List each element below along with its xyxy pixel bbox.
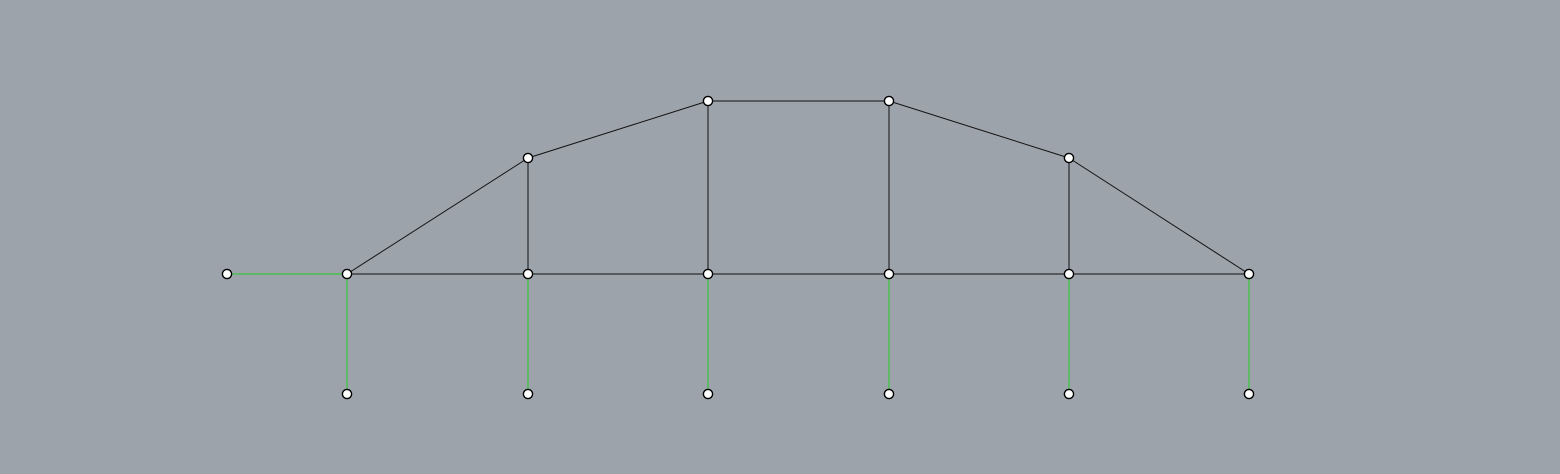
truss-member-J-F bbox=[1068, 157, 1250, 275]
truss-node-C[interactable] bbox=[702, 268, 714, 280]
truss-node-A[interactable] bbox=[341, 268, 353, 280]
truss-node-E[interactable] bbox=[1063, 268, 1075, 280]
truss-node-G[interactable] bbox=[522, 152, 534, 164]
truss-node-L5[interactable] bbox=[1063, 388, 1075, 400]
truss-node-L1[interactable] bbox=[341, 388, 353, 400]
truss-node-L6[interactable] bbox=[1243, 388, 1255, 400]
truss-node-L2[interactable] bbox=[522, 388, 534, 400]
load-lines bbox=[227, 273, 1250, 394]
truss-nodes bbox=[221, 95, 1255, 400]
truss-node-F[interactable] bbox=[1243, 268, 1255, 280]
truss-node-I[interactable] bbox=[883, 95, 895, 107]
truss-member-A-G bbox=[346, 157, 529, 275]
truss-node-L3[interactable] bbox=[702, 388, 714, 400]
truss-members bbox=[346, 100, 1250, 275]
truss-member-I-J bbox=[888, 100, 1070, 159]
truss-node-L4[interactable] bbox=[883, 388, 895, 400]
truss-node-H[interactable] bbox=[702, 95, 714, 107]
truss-member-G-H bbox=[527, 100, 709, 159]
truss-node-L0[interactable] bbox=[221, 268, 233, 280]
truss-node-D[interactable] bbox=[883, 268, 895, 280]
truss-node-J[interactable] bbox=[1063, 152, 1075, 164]
truss-node-B[interactable] bbox=[522, 268, 534, 280]
